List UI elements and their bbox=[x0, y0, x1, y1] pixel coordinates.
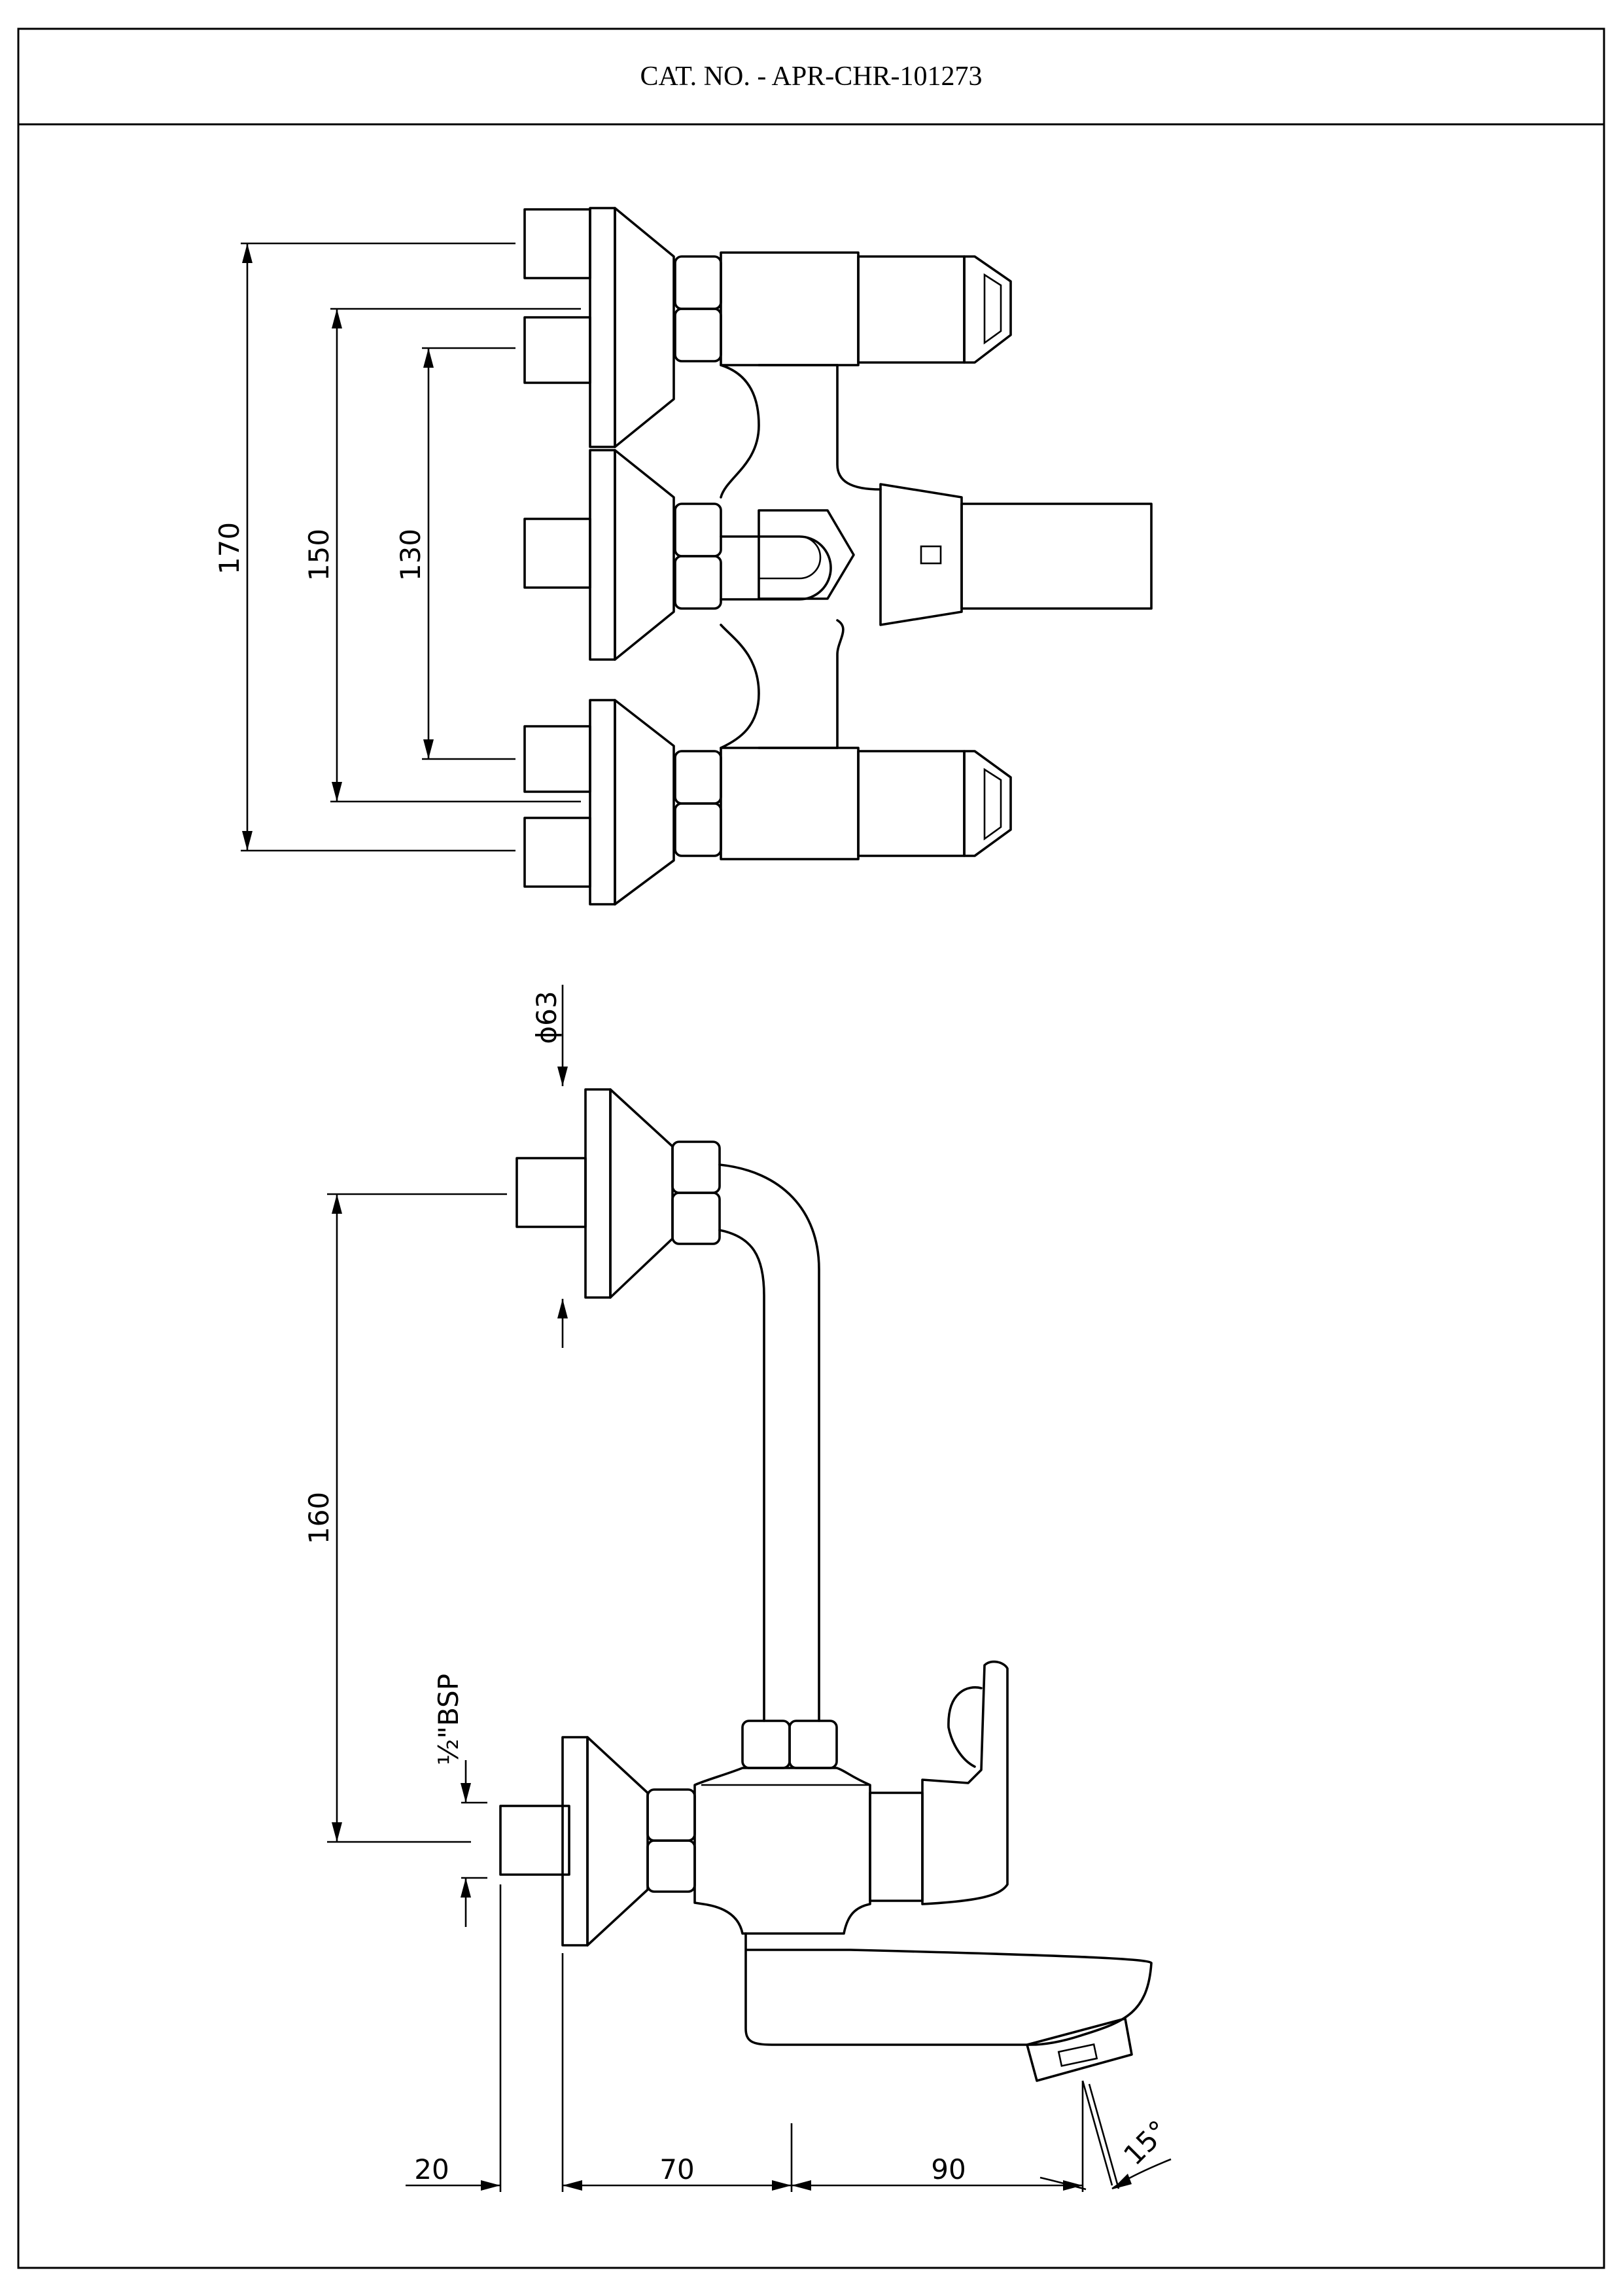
side-view: ϕ63 160 ½"BSP 20 70 bbox=[303, 985, 1174, 2192]
dim-90: 90 bbox=[931, 2153, 966, 2185]
dim-thread-size: ½"BSP bbox=[432, 1674, 464, 1765]
dim-70: 70 bbox=[659, 2153, 694, 2185]
dim-170: 170 bbox=[213, 522, 245, 574]
catalog-number: CAT. NO. - APR-CHR-101273 bbox=[640, 62, 982, 92]
dim-150: 150 bbox=[303, 529, 335, 581]
mixer-body-assembly bbox=[499, 1660, 1153, 2082]
drawing-border bbox=[17, 27, 1605, 2269]
body-channels bbox=[720, 364, 882, 749]
dim-20: 20 bbox=[414, 2153, 449, 2185]
side-view-dimensions: ϕ63 160 ½"BSP 20 70 bbox=[303, 985, 1174, 2192]
dim-spout-angle: 15° bbox=[1117, 2114, 1174, 2171]
upper-valve-assembly bbox=[523, 207, 1012, 448]
top-view-dimensions: 170 150 130 bbox=[213, 242, 581, 852]
dim-160: 160 bbox=[303, 1492, 335, 1544]
lower-valve-assembly bbox=[523, 699, 1012, 906]
dim-flange-diameter: ϕ63 bbox=[531, 991, 563, 1044]
dim-130: 130 bbox=[394, 529, 427, 581]
top-view: 170 150 130 bbox=[213, 207, 1153, 906]
upper-inlet-assembly bbox=[515, 1088, 820, 1722]
middle-diverter-assembly bbox=[523, 449, 1153, 661]
